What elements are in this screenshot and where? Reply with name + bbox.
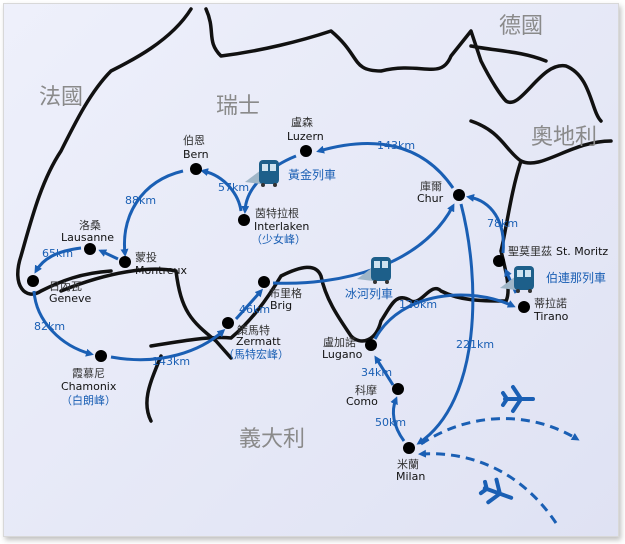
route-geneve-chamonix [32,290,94,357]
city-name-en: Luzern [287,130,324,143]
city-name-zh: 茵特拉根 [255,206,299,220]
city-name-zh: 科摩 [355,383,377,397]
train-icon [357,257,391,284]
distance-labels: 143km 57km 88km 65km 82km 143km 46km 78k… [34,139,518,429]
city-bern[interactable]: 伯恩 Bern [183,133,209,175]
city-note: （少女峰） [251,232,306,246]
city-name-zh: 布里格 [269,286,302,300]
route-chamonix-zermatt [110,328,226,362]
route-montreux-lausanne [98,249,119,261]
country-label-france: 法國 [39,85,83,110]
city-name-en: Lugano [322,348,363,361]
distance-label: 78km [487,217,518,230]
city-name-en: Montreux [135,264,188,277]
distance-label: 46km [239,303,270,316]
city-name-en: Tirano [533,310,569,323]
city-name-zh: 蒙投 [135,250,157,264]
city-name-en: St. Moritz [556,245,608,258]
route-chur-luzern [316,141,455,189]
plane-icon [501,385,535,413]
city-name-en: Zermatt [236,335,281,348]
train-label-bernina: 伯連那列車 [546,270,606,285]
route-lausanne-geneve [34,246,82,274]
city-name-zh: 聖莫里茲 [508,245,552,258]
route-stmoritz-chur [466,193,505,254]
route-milan-como [390,396,406,442]
map-frame: 法國 瑞士 德國 奧地利 義大利 黃金列車 冰河列車 伯連那列車 143km 5… [3,3,619,537]
city-name-en: Milan [396,470,425,483]
city-st-moritz[interactable]: 聖莫里茲 St. Moritz [493,245,608,267]
flight-departure [420,417,580,446]
route-map: 法國 瑞士 德國 奧地利 義大利 黃金列車 冰河列車 伯連那列車 143km 5… [16,7,613,524]
distance-label: 50km [375,416,406,429]
distance-label: 57km [218,181,249,194]
city-chur[interactable]: 庫爾 Chur [417,179,465,205]
city-name-zh: 盧加諾 [323,335,356,349]
city-brig[interactable]: 布里格 Brig [258,276,302,312]
city-note: （白朗峰） [61,393,116,407]
city-luzern[interactable]: 盧森 Luzern [287,115,324,157]
city-lugano[interactable]: 盧加諾 Lugano [322,335,377,361]
distance-label: 143km [377,139,415,152]
city-interlaken[interactable]: 茵特拉根 Interlaken （少女峰） [238,206,309,246]
train-label-glacier: 冰河列車 [345,287,393,301]
distance-label: 34km [361,366,392,379]
city-tirano[interactable]: 蒂拉諾 Tirano [518,296,569,323]
city-montreux[interactable]: 蒙投 Montreux [119,250,188,277]
city-name-en: Geneve [49,292,92,305]
city-name-zh: 策馬特 [237,323,270,337]
distance-label: 221km [456,338,494,351]
city-name-zh: 庫爾 [420,179,442,193]
city-name-en: Bern [183,148,209,161]
route-lugano-tirano [373,293,516,340]
city-zermatt[interactable]: 策馬特 Zermatt （馬特宏峰） [222,317,289,361]
city-name-zh: 蒂拉諾 [534,296,567,310]
distance-label: 88km [125,194,156,207]
city-name-zh: 盧森 [291,115,313,129]
city-chamonix[interactable]: 霞慕尼 Chamonix （白朗峰） [61,350,117,407]
distance-label: 120km [399,298,437,311]
city-milan[interactable]: 米蘭 Milan [396,442,425,483]
country-label-germany: 德國 [499,14,543,39]
route-chur-milan [416,203,475,445]
flight-arrival [418,449,558,524]
city-lausanne[interactable]: 洛桑 Lausanne [61,218,114,255]
country-label-austria: 奧地利 [531,125,597,150]
plane-icon [476,474,518,512]
city-name-zh: 日內瓦 [49,280,82,293]
train-label-golden: 黃金列車 [288,167,336,182]
distance-label: 65km [42,247,73,260]
route-como-lugano [374,355,395,386]
route-bern-montreux [120,169,184,257]
country-label-italy: 義大利 [239,427,305,452]
city-name-zh: 霞慕尼 [72,366,105,380]
city-como[interactable]: 科摩 Como [346,383,404,408]
city-name-zh: 洛桑 [79,218,101,232]
city-name-en: Chur [417,192,444,205]
country-label-switzerland: 瑞士 [216,94,260,119]
route-interlaken-bern [200,168,243,212]
distance-label: 143km [152,355,190,368]
city-name-en: Interlaken [254,220,309,233]
city-name-en: Como [346,395,378,408]
city-name-en: Brig [270,299,292,312]
city-geneve[interactable]: 日內瓦 Geneve [27,275,92,305]
train-icon [245,160,279,187]
city-name-en: Lausanne [61,231,114,244]
routes [32,141,580,524]
route-zermatt-brig [234,288,263,320]
city-note: （馬特宏峰） [223,347,289,361]
city-name-zh: 米蘭 [397,458,419,471]
country-borders [16,7,613,423]
distance-label: 82km [34,320,65,333]
city-name-zh: 伯恩 [183,133,205,147]
city-name-en: Chamonix [61,380,117,393]
